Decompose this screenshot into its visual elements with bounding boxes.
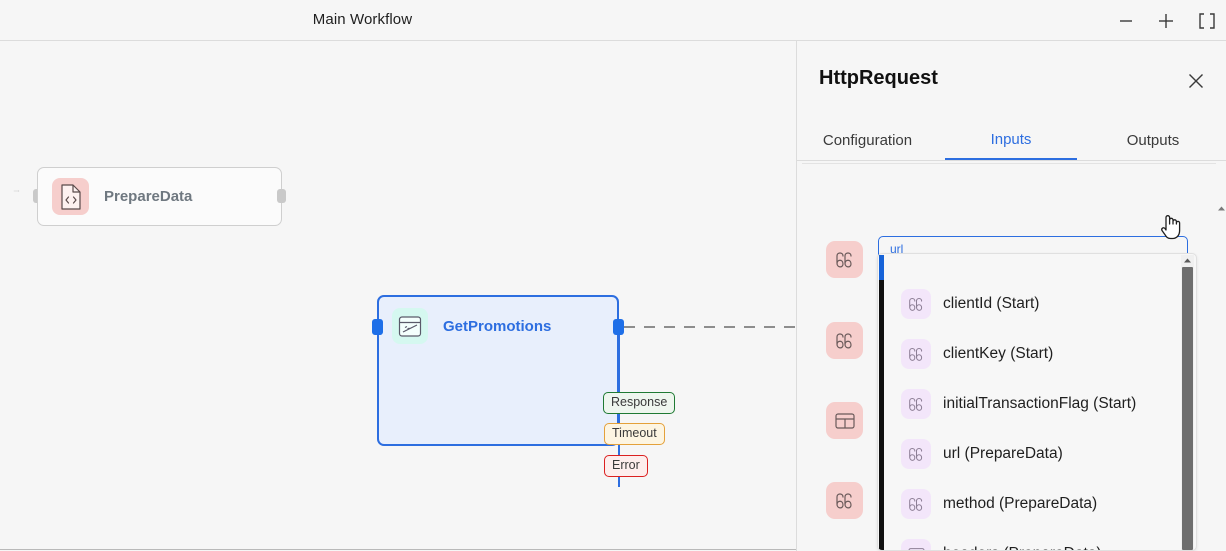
dropdown-left-rail-thumb[interactable] bbox=[879, 255, 884, 280]
connection-dashed-link bbox=[624, 326, 796, 328]
variable-icon bbox=[826, 241, 863, 278]
incoming-connection-arrow bbox=[13, 190, 20, 192]
brackets-icon bbox=[1199, 13, 1215, 29]
list-item-label: clientKey (Start) bbox=[943, 345, 1054, 362]
dropdown-scrollbar[interactable] bbox=[1181, 255, 1194, 550]
list-item[interactable]: initialTransactionFlag (Start) bbox=[886, 379, 1182, 429]
dropdown-scroll-thumb[interactable] bbox=[1182, 267, 1193, 550]
tab-inputs[interactable]: Inputs bbox=[945, 120, 1077, 160]
variable-icon bbox=[901, 389, 931, 419]
list-item-label: clientId (Start) bbox=[943, 295, 1040, 312]
list-item-label: method (PrepareData) bbox=[943, 495, 1098, 512]
list-item-label: url (PrepareData) bbox=[943, 445, 1063, 462]
workflow-canvas[interactable]: PrepareData GetPromotions bbox=[0, 41, 796, 550]
http-window-icon bbox=[392, 308, 428, 344]
list-item[interactable]: clientId (Start) bbox=[886, 279, 1182, 329]
list-item[interactable]: headers (PrepareData) bbox=[886, 529, 1182, 550]
panel-divider bbox=[802, 163, 1226, 164]
node-preparedata[interactable]: PrepareData bbox=[37, 167, 282, 226]
scroll-up-arrow-icon[interactable] bbox=[1216, 203, 1226, 213]
node-getpromotions[interactable]: GetPromotions bbox=[377, 295, 619, 446]
dropdown-list: clientId (Start) clientKey (Start) bbox=[886, 254, 1182, 550]
variable-icon bbox=[901, 489, 931, 519]
variable-icon bbox=[826, 322, 863, 359]
variable-icon bbox=[901, 339, 931, 369]
fit-to-screen-button[interactable] bbox=[1192, 6, 1222, 36]
list-item[interactable]: method (PrepareData) bbox=[886, 479, 1182, 529]
panel-tabs: Configuration Inputs Outputs bbox=[797, 120, 1226, 161]
preparedata-output-port[interactable] bbox=[277, 189, 286, 203]
minus-icon bbox=[1120, 20, 1132, 22]
table-icon bbox=[826, 402, 863, 439]
getpromotions-output-port[interactable] bbox=[613, 319, 624, 335]
node-preparedata-label: PrepareData bbox=[104, 188, 193, 205]
variable-icon bbox=[901, 439, 931, 469]
list-item[interactable]: url (PrepareData) bbox=[886, 429, 1182, 479]
zoom-out-button[interactable] bbox=[1111, 6, 1141, 36]
badge-response[interactable]: Response bbox=[603, 392, 676, 414]
variable-icon bbox=[901, 289, 931, 319]
badge-timeout[interactable]: Timeout bbox=[604, 423, 665, 445]
getpromotions-input-port[interactable] bbox=[372, 319, 383, 335]
code-file-icon bbox=[52, 178, 89, 215]
plus-icon bbox=[1159, 14, 1173, 28]
tab-configuration[interactable]: Configuration bbox=[822, 131, 913, 149]
top-toolbar: Main Workflow bbox=[0, 0, 1226, 41]
tab-outputs[interactable]: Outputs bbox=[1126, 131, 1180, 149]
close-icon[interactable] bbox=[1185, 70, 1207, 92]
workflow-title: Main Workflow bbox=[312, 11, 413, 28]
url-field-label: url bbox=[890, 242, 904, 256]
table-icon bbox=[901, 539, 931, 550]
zoom-in-button[interactable] bbox=[1151, 6, 1181, 36]
node-getpromotions-label: GetPromotions bbox=[443, 317, 552, 335]
list-item[interactable]: clientKey (Start) bbox=[886, 329, 1182, 379]
list-item-label: initialTransactionFlag (Start) bbox=[943, 395, 1137, 412]
panel-scrollbar[interactable] bbox=[1216, 163, 1226, 551]
panel-title: HttpRequest bbox=[819, 67, 938, 89]
scroll-up-arrow-icon[interactable] bbox=[1181, 255, 1194, 266]
variable-icon bbox=[826, 482, 863, 519]
autocomplete-dropdown[interactable]: clientId (Start) clientKey (Start) bbox=[877, 253, 1197, 551]
list-item-label: headers (PrepareData) bbox=[943, 545, 1102, 550]
badge-error[interactable]: Error bbox=[604, 455, 648, 477]
dropdown-left-rail[interactable] bbox=[879, 255, 884, 550]
